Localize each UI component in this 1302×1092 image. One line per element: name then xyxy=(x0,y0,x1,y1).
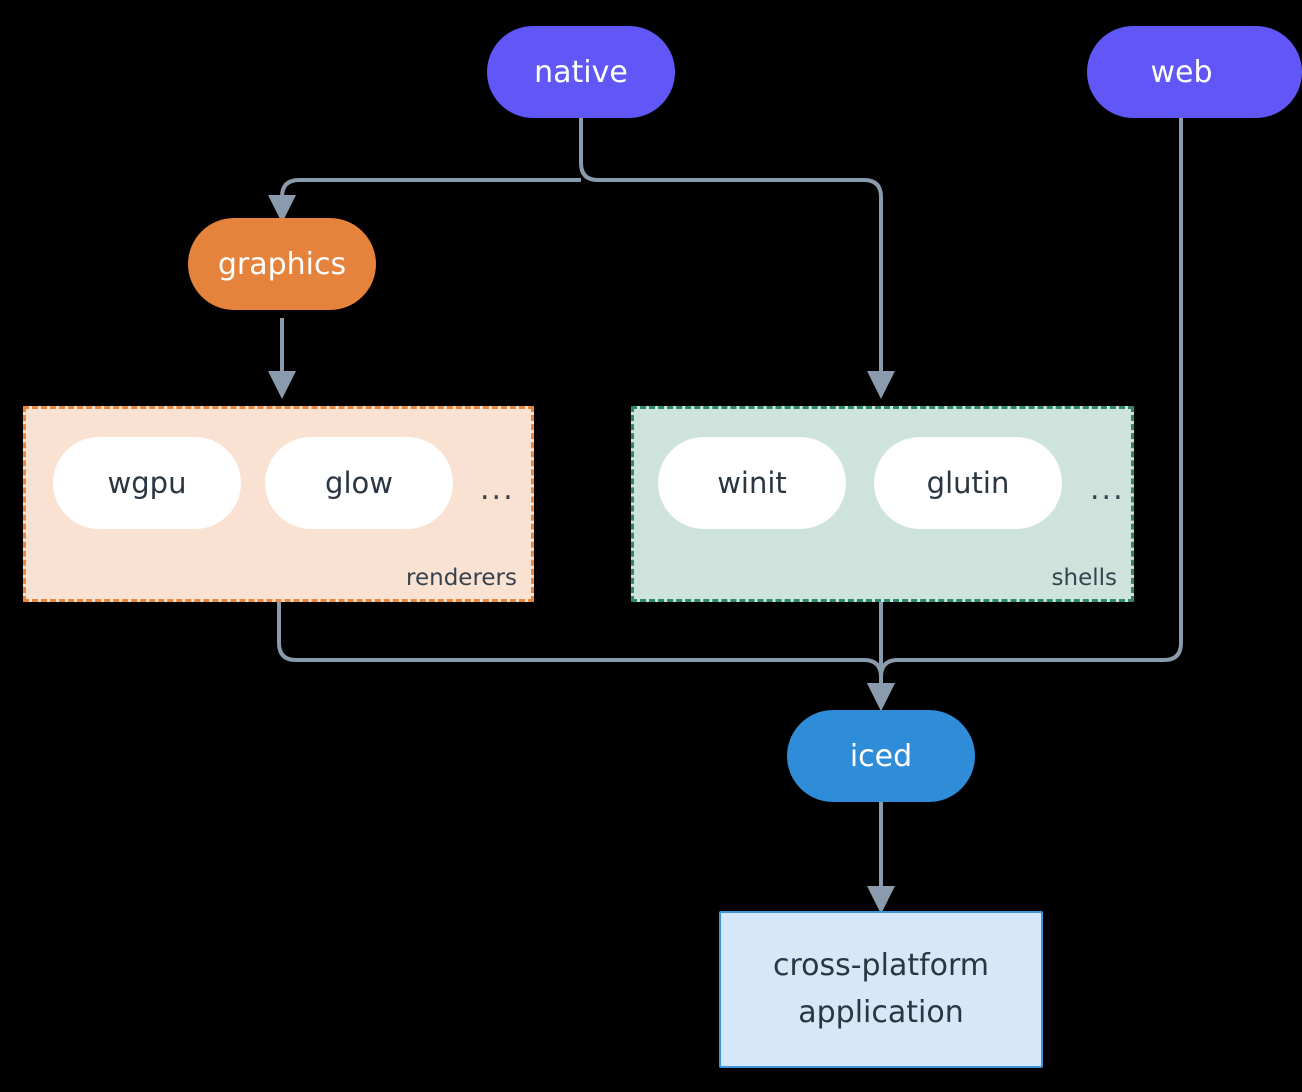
node-web[interactable]: web xyxy=(1087,26,1302,118)
group-renderers-label: renderers xyxy=(406,565,517,591)
leaf-glow[interactable]: glow xyxy=(265,437,453,529)
node-iced-label: iced xyxy=(849,738,913,774)
edge-native-graphics xyxy=(268,178,581,223)
leaf-wgpu-label: wgpu xyxy=(107,466,187,500)
node-graphics[interactable]: graphics xyxy=(188,218,376,310)
node-iced[interactable]: iced xyxy=(787,710,975,802)
leaf-glutin-label: glutin xyxy=(926,466,1010,500)
node-graphics-label: graphics xyxy=(217,246,347,282)
renderers-overflow-ellipsis: ... xyxy=(480,472,515,507)
edge-renderers-iced xyxy=(277,602,895,711)
leaf-glow-label: glow xyxy=(325,466,393,500)
node-native-label: native xyxy=(534,54,628,90)
node-application[interactable]: cross-platform application xyxy=(719,911,1043,1068)
node-web-label: web xyxy=(1150,54,1213,90)
group-shells-label: shells xyxy=(1051,565,1117,591)
node-application-line2: application xyxy=(798,994,964,1030)
leaf-wgpu[interactable]: wgpu xyxy=(53,437,241,529)
leaf-winit[interactable]: winit xyxy=(658,437,846,529)
node-native[interactable]: native xyxy=(487,26,675,118)
shells-overflow-ellipsis: ... xyxy=(1090,472,1125,507)
group-renderers: wgpu glow ... renderers xyxy=(23,406,534,602)
leaf-winit-label: winit xyxy=(717,466,787,500)
edge-native-bus xyxy=(579,116,895,399)
node-application-line1: cross-platform xyxy=(772,948,990,983)
leaf-glutin[interactable]: glutin xyxy=(874,437,1062,529)
group-shells: winit glutin ... shells xyxy=(631,406,1134,602)
